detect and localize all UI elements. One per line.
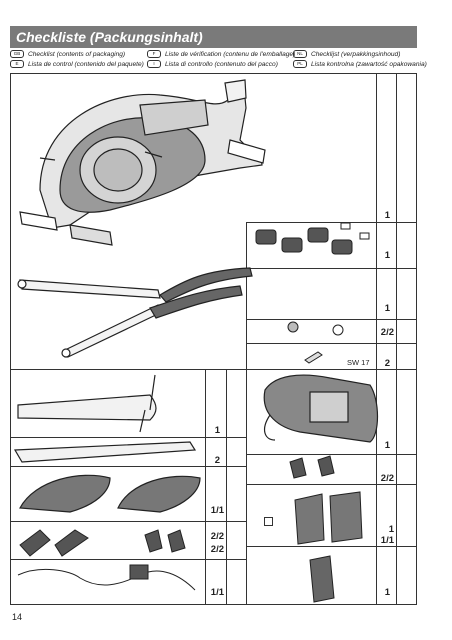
lang-line-nl: NL Checklijst (verpakkingsinhoud): [293, 50, 400, 58]
qty-rear-foot: 1: [214, 425, 220, 436]
wrench-illustration: [304, 351, 323, 364]
lang-line-f: F Liste de vérification (contenu de l'em…: [147, 50, 295, 58]
qty-holders-line1: 2/2: [210, 531, 224, 542]
lang-line-pl: PL Lista kontrolna (zawartość opakowania…: [293, 60, 427, 68]
handle-covers-illustration: [289, 455, 335, 479]
arms-illustration: [17, 267, 253, 358]
lang-line-i: I Lista di controllo (contenuto del pacc…: [147, 60, 278, 68]
wrench-size-label: SW 17: [347, 358, 370, 367]
rear-foot-illustration: [17, 374, 157, 433]
nl-flag-icon: NL: [293, 50, 307, 58]
lang-text-f: Liste de vérification (contenu de l'emba…: [165, 50, 296, 58]
front-foot-illustration: [13, 441, 197, 463]
lang-line-gb: GB Checklist (contents of packaging): [10, 50, 125, 58]
bottle-illustration: [309, 555, 335, 603]
qty-holders-line2: 2/2: [210, 544, 224, 555]
lang-line-e: E Lista de control (contenido del paquet…: [10, 60, 144, 68]
page-title: Checkliste (Packungsinhalt): [16, 29, 203, 45]
qty-caps: 1: [384, 250, 390, 261]
qty-console: 1: [384, 440, 390, 451]
pl-flag-icon: PL: [293, 60, 307, 68]
qty-bottle: 1: [384, 587, 390, 598]
lang-text-i: Lista di controllo (contenuto del pacco): [165, 60, 278, 68]
qty-pedals: 1/1: [210, 505, 224, 516]
checkbox-icon: [264, 517, 273, 526]
lang-text-gb: Checklist (contents of packaging): [28, 50, 126, 58]
e-flag-icon: E: [10, 60, 24, 68]
qty-side-covers: 1 1/1: [380, 524, 394, 546]
qty-front-foot: 2: [214, 455, 220, 466]
page-number: 14: [12, 612, 23, 622]
pedals-illustration: [19, 474, 201, 513]
qty-arms: 1: [384, 303, 390, 314]
qty-knob-rings: 2/2: [380, 327, 394, 338]
side-covers-illustration: [294, 491, 363, 545]
i-flag-icon: I: [147, 60, 161, 68]
qty-wrench: 2: [384, 358, 390, 369]
lang-text-pl: Lista kontrolna (zawartość opakowania): [311, 60, 427, 68]
qty-frame: 1: [384, 210, 390, 221]
qty-holders: 2/2 2/2: [200, 530, 224, 556]
qty-handle-covers: 2/2: [380, 473, 394, 484]
page-title-bar: Checkliste (Packungsinhalt): [10, 26, 417, 48]
qty-cables: 1/1: [210, 587, 224, 598]
knob-rings-illustration: [287, 321, 344, 336]
gb-flag-icon: GB: [10, 50, 24, 58]
caps-illustration: [255, 222, 370, 255]
lang-text-nl: Checklijst (verpakkingsinhoud): [311, 50, 401, 58]
lang-text-e: Lista de control (contenido del paquete): [28, 60, 144, 68]
cables-illustration: [17, 564, 196, 591]
holders-illustration: [19, 529, 186, 557]
f-flag-icon: F: [147, 50, 161, 58]
console-illustration: [263, 374, 379, 443]
frame-illustration: [19, 79, 266, 246]
